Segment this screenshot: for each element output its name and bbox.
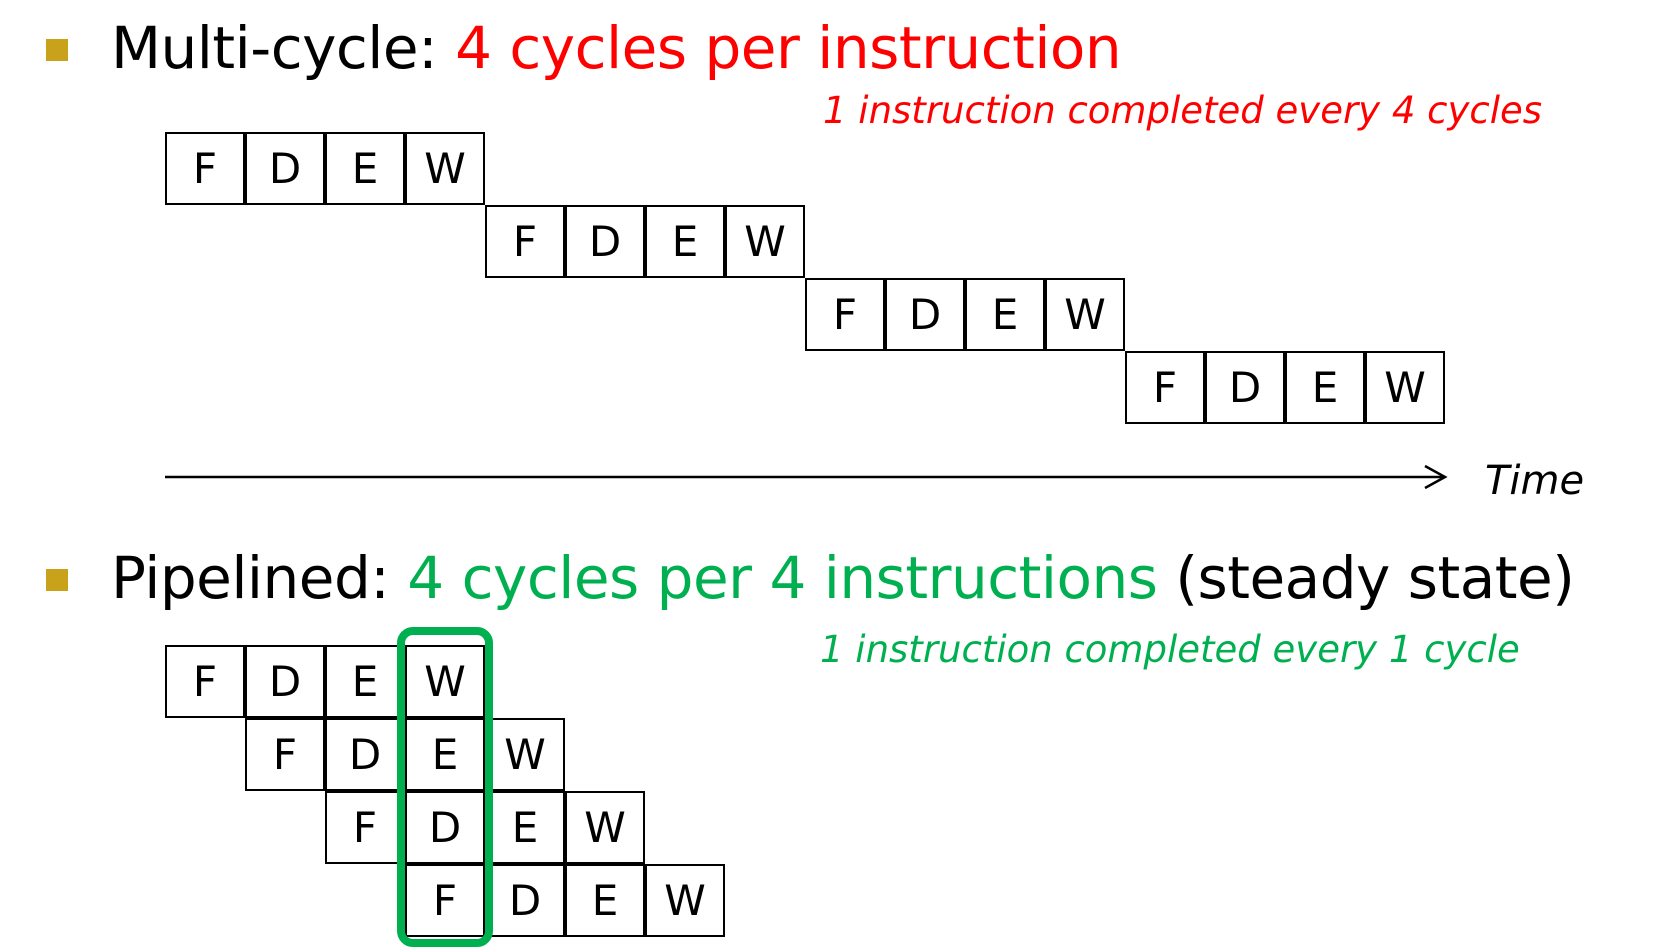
stage-cell: E xyxy=(485,791,565,864)
stage-cell: D xyxy=(1205,351,1285,424)
multicycle-rate: 4 cycles per instruction xyxy=(455,14,1122,82)
pipelined-rate: 4 cycles per 4 instructions xyxy=(407,544,1158,612)
stage-cell: E xyxy=(325,132,405,205)
stage-cell: D xyxy=(565,205,645,278)
stage-cell: D xyxy=(885,278,965,351)
steady-state-highlight xyxy=(397,627,493,947)
bullet-icon xyxy=(46,569,68,591)
stage-cell: F xyxy=(1125,351,1205,424)
stage-cell: F xyxy=(325,791,405,864)
stage-cell: D xyxy=(325,718,405,791)
pipelined-heading: Pipelined: 4 cycles per 4 instructions (… xyxy=(111,549,1575,607)
stage-cell: W xyxy=(565,791,645,864)
stage-cell: F xyxy=(405,864,485,937)
stage-cell: F xyxy=(245,718,325,791)
multicycle-label: Multi-cycle: xyxy=(111,14,456,82)
stage-cell: E xyxy=(645,205,725,278)
stage-cell: W xyxy=(1045,278,1125,351)
stage-cell: W xyxy=(1365,351,1445,424)
pipelined-suffix: (steady state) xyxy=(1157,544,1575,612)
stage-cell: F xyxy=(165,132,245,205)
stage-cell: D xyxy=(405,791,485,864)
stage-cell: W xyxy=(405,645,485,718)
stage-cell: D xyxy=(245,132,325,205)
time-axis-label: Time xyxy=(1485,458,1585,504)
multicycle-heading: Multi-cycle: 4 cycles per instruction xyxy=(111,19,1122,77)
stage-cell: W xyxy=(405,132,485,205)
pipelined-note: 1 instruction completed every 1 cycle xyxy=(820,628,1520,671)
multicycle-note: 1 instruction completed every 4 cycles xyxy=(823,89,1543,132)
stage-cell: E xyxy=(325,645,405,718)
time-arrow xyxy=(165,464,1448,490)
stage-cell: W xyxy=(645,864,725,937)
stage-cell: D xyxy=(245,645,325,718)
pipelined-label: Pipelined: xyxy=(111,544,408,612)
stage-cell: W xyxy=(485,718,565,791)
stage-cell: D xyxy=(485,864,565,937)
stage-cell: F xyxy=(805,278,885,351)
stage-cell: E xyxy=(1285,351,1365,424)
stage-cell: E xyxy=(565,864,645,937)
stage-cell: F xyxy=(485,205,565,278)
stage-cell: E xyxy=(405,718,485,791)
bullet-icon xyxy=(46,39,68,61)
stage-cell: W xyxy=(725,205,805,278)
stage-cell: E xyxy=(965,278,1045,351)
stage-cell: F xyxy=(165,645,245,718)
